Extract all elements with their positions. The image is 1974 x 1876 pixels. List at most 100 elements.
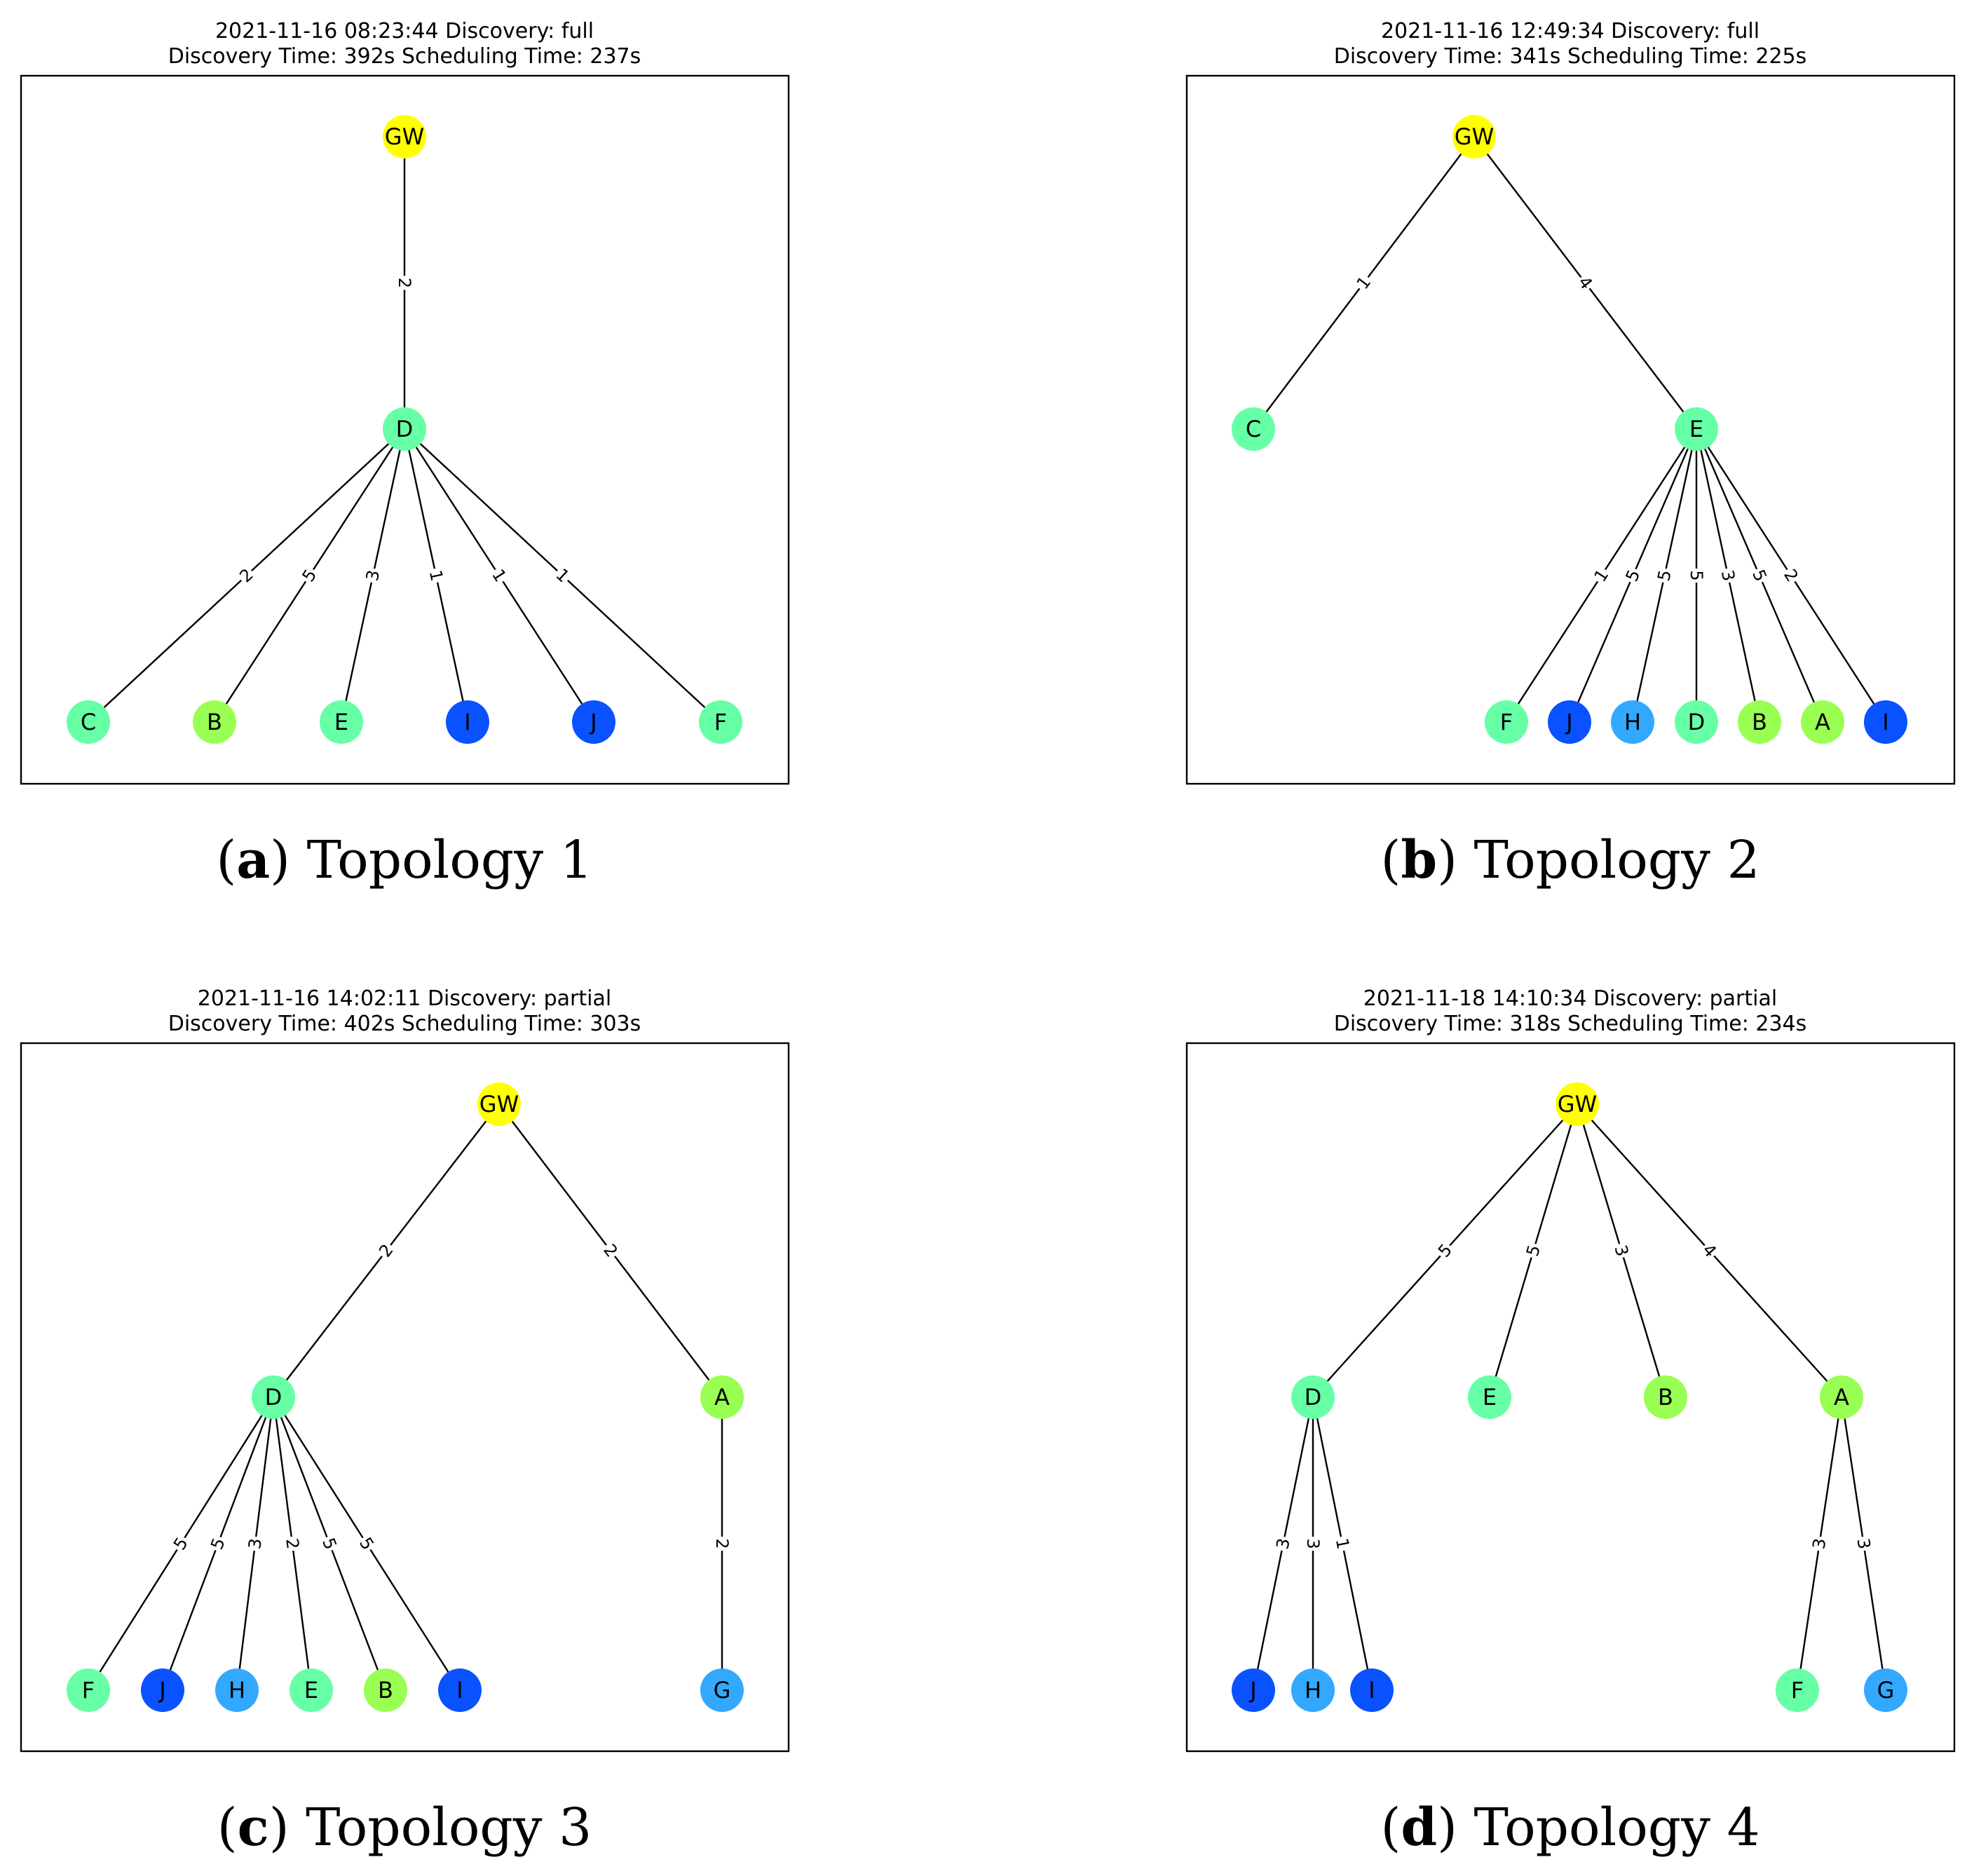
panel-caption: (b) Topology 2: [1380, 830, 1759, 890]
node-label: D: [396, 416, 414, 442]
edge-weight-text: 3: [362, 569, 384, 583]
panel-title-line2: Discovery Time: 341s Scheduling Time: 22…: [1334, 44, 1807, 69]
edge-weight-label: 1: [1589, 564, 1614, 587]
edge-label-background: [362, 566, 384, 585]
edge-weight-label: 1: [1331, 1535, 1354, 1553]
edge-label-background: [598, 1239, 623, 1263]
node-label: H: [1305, 1677, 1321, 1704]
edge-label-background: [1621, 565, 1645, 586]
edge-weight-label: 5: [206, 1533, 230, 1554]
panel-topology-3: 2021-11-16 14:02:11 Discovery: partial D…: [20, 986, 790, 1858]
edge-weight-text: 3: [1303, 1538, 1323, 1549]
panel-topology-2: 2021-11-16 12:49:34 Discovery: full Disc…: [1185, 19, 1956, 890]
node-d: [1675, 700, 1718, 744]
caption-letter: b: [1401, 830, 1437, 890]
node-i: [438, 1668, 482, 1712]
node-label: GW: [385, 123, 424, 150]
node-label: I: [456, 1677, 463, 1704]
edge-weight-text: 5: [1654, 569, 1675, 583]
edge-label-background: [550, 563, 575, 588]
edge-weight-text: 3: [1853, 1537, 1874, 1550]
node-gw: [1556, 1082, 1599, 1126]
node-label: G: [1877, 1677, 1895, 1704]
edge-weight-text: 3: [1272, 1537, 1293, 1551]
node-label: D: [1688, 709, 1706, 735]
node-label: B: [1658, 1384, 1673, 1411]
edge-label-background: [318, 1533, 341, 1554]
edge-label-background: [486, 564, 512, 587]
edge-label-background: [1272, 1535, 1295, 1553]
edge-label-background: [1697, 1239, 1722, 1263]
node-label: A: [1834, 1384, 1849, 1411]
plot-frame: [20, 74, 790, 785]
edge-weight-label: 2: [1778, 564, 1804, 587]
node-label: J: [158, 1677, 165, 1704]
node-label: H: [1624, 709, 1641, 735]
node-b: [193, 700, 236, 744]
node-label: E: [334, 709, 348, 735]
node-f: [699, 700, 742, 744]
edge-weight-label: 2: [374, 1239, 399, 1263]
edge-label-background: [395, 276, 414, 290]
node-label: A: [1815, 709, 1830, 735]
node-label: D: [1305, 1384, 1322, 1411]
node-f: [1485, 700, 1528, 744]
node-gw: [1452, 115, 1496, 158]
node-label: E: [1483, 1384, 1497, 1411]
node-label: F: [1791, 1677, 1804, 1704]
node-i: [446, 700, 489, 744]
edge-weight-label: 1: [425, 566, 447, 585]
node-label: E: [304, 1677, 318, 1704]
edge-label-background: [425, 566, 447, 585]
node-label: J: [1565, 709, 1572, 735]
plot-frame: [1185, 74, 1956, 785]
edge-weight-label: 5: [354, 1532, 379, 1555]
node-h: [215, 1668, 259, 1712]
edge-weight-label: 2: [598, 1239, 623, 1263]
edge-weight-text: 3: [1717, 569, 1739, 583]
node-e: [1675, 407, 1718, 451]
caption-letter: d: [1401, 1797, 1437, 1858]
edge-weight-label: 1: [486, 564, 512, 587]
edge-weight-label: 5: [1522, 1241, 1545, 1260]
edge-weight-label: 3: [1853, 1535, 1874, 1552]
edge-label-background: [168, 1532, 193, 1555]
node-d: [252, 1375, 295, 1419]
node-a: [700, 1375, 744, 1419]
node-label: G: [714, 1677, 731, 1704]
node-j: [1232, 1668, 1275, 1712]
node-label: GW: [1455, 123, 1494, 150]
node-label: D: [265, 1384, 283, 1411]
node-g: [1864, 1668, 1907, 1712]
node-label: C: [1246, 416, 1261, 442]
node-label: F: [714, 709, 727, 735]
edge-label-background: [1352, 271, 1376, 294]
edge-label-background: [206, 1533, 230, 1554]
caption-text: Topology 1: [307, 830, 593, 890]
node-label: B: [1752, 709, 1767, 735]
node-gw: [383, 115, 426, 158]
node-c: [67, 700, 110, 744]
node-b: [1738, 700, 1781, 744]
node-j: [1548, 700, 1591, 744]
edge-label-background: [244, 1535, 266, 1552]
edge-weight-label: 3: [1717, 566, 1739, 585]
panel-title-line1: 2021-11-16 14:02:11 Discovery: partial: [198, 986, 611, 1011]
node-label: F: [1500, 709, 1513, 735]
edge-weight-label: 3: [1272, 1535, 1295, 1553]
edge-weight-text: 3: [1809, 1537, 1830, 1550]
node-f: [67, 1668, 110, 1712]
edge-weight-label: 2: [712, 1537, 732, 1551]
node-label: H: [229, 1677, 245, 1704]
edge-weight-label: 3: [244, 1535, 266, 1552]
edge-weight-text: 2: [395, 278, 414, 288]
node-label: I: [1882, 709, 1888, 735]
edge-label-background: [1809, 1535, 1830, 1552]
node-label: B: [207, 709, 222, 735]
edge-weight-label: 3: [1303, 1537, 1323, 1551]
